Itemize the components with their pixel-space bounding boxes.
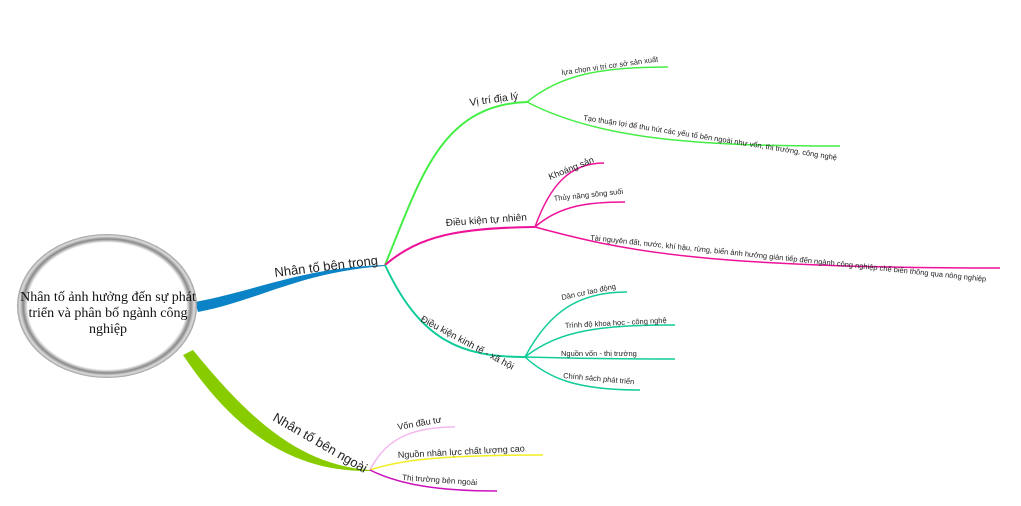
central-node-shape: [17, 234, 197, 378]
leaf-label[interactable]: lựa chọn vị trí cơ sở sản xuất: [561, 54, 660, 77]
sub-nature-line: [384, 226, 536, 266]
leaf-line: [524, 356, 641, 391]
leaf-label[interactable]: Dân cư lao động: [561, 282, 617, 302]
leaf-line: [524, 291, 628, 358]
leaf-line: [534, 201, 626, 228]
leaf-label[interactable]: Nguồn nhân lực chất lượng cao: [398, 443, 525, 460]
sub-socio-label[interactable]: Điều kiện kinh tế - xã hội: [419, 314, 516, 373]
leaf-label[interactable]: Nguồn vốn - thị trường: [561, 349, 637, 358]
branch-outer-line: [183, 350, 370, 472]
leaf-label[interactable]: Vốn đầu tư: [397, 414, 443, 432]
sub-location-line: [384, 101, 528, 266]
leaf-label[interactable]: Khoáng sản: [547, 155, 595, 182]
leaf-label[interactable]: Thị trường bên ngoài: [402, 473, 478, 487]
leaf-line: [534, 226, 1001, 269]
sub-socio-line: [384, 264, 526, 358]
sub-nature-label[interactable]: Điều kiện tự nhiên: [445, 211, 527, 229]
leaf-label[interactable]: Thủy năng sông suối: [553, 187, 624, 203]
leaf-line: [524, 356, 676, 360]
central-node-title[interactable]: Nhân tố ảnh hưởng đến sự phát triển và p…: [20, 290, 196, 337]
leaf-label[interactable]: Trình độ khoa học - công nghệ: [565, 316, 667, 330]
leaf-line: [369, 469, 498, 492]
leaf-line: [534, 162, 605, 228]
leaf-line: [526, 66, 669, 103]
leaf-line: [524, 324, 676, 358]
leaf-line: [369, 454, 544, 471]
leaf-line: [369, 426, 456, 471]
branch-inner-label[interactable]: Nhân tố bên trong: [274, 252, 379, 280]
branch-inner-line: [195, 265, 385, 312]
leaf-label[interactable]: Tạo thuận lợi để thu hút các yếu tố bên …: [583, 113, 838, 162]
leaf-label[interactable]: Tài nguyên đất, nước, khí hậu, rừng, biể…: [590, 233, 987, 284]
leaf-line: [526, 101, 841, 147]
sub-location-label[interactable]: Vị trí địa lý: [469, 90, 520, 109]
